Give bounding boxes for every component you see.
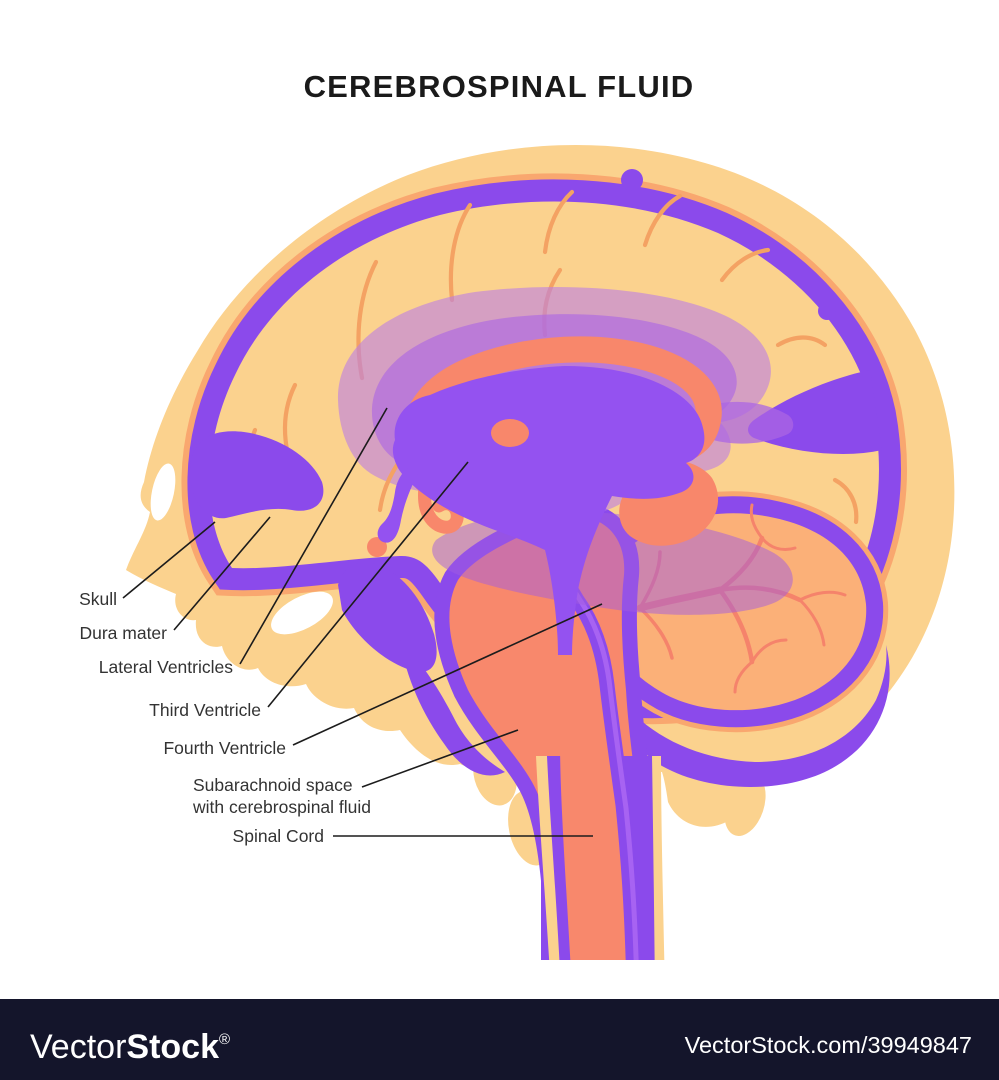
watermark-background <box>0 999 999 1080</box>
basal-csf-pool <box>338 561 437 672</box>
granulation-bump <box>621 169 643 191</box>
cisterna-magna-pool <box>615 645 890 787</box>
label-spinal-cord: Spinal Cord <box>233 826 324 846</box>
leader-line-dura-mater <box>173 516 271 631</box>
granulation-bump <box>818 302 836 320</box>
page-title: CEREBROSPINAL FLUID <box>304 69 695 104</box>
arbor-vitae-twig <box>798 590 847 602</box>
spinal-cord <box>560 740 629 990</box>
sphenoid-sinus <box>271 591 333 635</box>
label-subarachnoid-space-line1: Subarachnoid space <box>193 775 353 795</box>
leader-line-fourth-ventricle <box>292 603 603 746</box>
arbor-vitae-twig <box>733 660 754 694</box>
label-fourth-ventricle: Fourth Ventricle <box>163 738 286 758</box>
sulcus-line <box>542 189 575 255</box>
arbor-vitae-twig <box>760 536 797 552</box>
arbor-vitae-twig <box>750 638 788 664</box>
sulcus-line <box>719 247 771 283</box>
watermark-logo-stock: Stock <box>126 1028 219 1066</box>
occipital-horn-tail <box>700 401 794 444</box>
leader-line-lateral-ventricles <box>239 407 388 665</box>
arachnoid-granulations <box>621 169 836 320</box>
frontal-sinus <box>150 463 176 521</box>
vertebra-bone <box>724 774 766 836</box>
frontal-csf-pool <box>189 431 324 519</box>
sulcus-line <box>775 335 828 348</box>
watermark-logo-vector: Vector <box>30 1028 126 1066</box>
third-ventricle <box>392 366 705 655</box>
label-third-ventricle: Third Ventricle <box>149 700 261 720</box>
infundibulum-tail <box>377 464 420 543</box>
sulcus-line <box>448 202 473 303</box>
arbor-vitae-twig <box>798 598 826 647</box>
watermark-logo: VectorStock® <box>30 1028 230 1066</box>
interthalamic-adhesion <box>491 419 529 447</box>
bottom-crop-mask <box>0 960 999 999</box>
prepontine-csf-pool <box>400 640 505 776</box>
label-lateral-ventricles: Lateral Ventricles <box>99 657 233 677</box>
spinal-cord-layer <box>536 740 665 990</box>
annotation-layer: Skull Dura mater Lateral Ventricles Thir… <box>79 407 603 846</box>
leader-line-third-ventricle <box>267 461 469 708</box>
watermark-url: VectorStock.com/39949847 <box>685 1032 972 1058</box>
sulcus-line <box>642 193 683 248</box>
watermark-bar: VectorStock® VectorStock.com/39949847 <box>0 999 999 1080</box>
arbor-vitae-twig <box>749 503 764 540</box>
leader-line-skull <box>122 521 216 599</box>
label-subarachnoid-space-line2: with cerebrospinal fluid <box>192 797 371 817</box>
registered-mark: ® <box>219 1031 230 1048</box>
ventricle-overlays <box>337 287 794 655</box>
label-dura-mater: Dura mater <box>79 623 167 643</box>
premamillary-salmon <box>377 459 402 513</box>
sulcus-line <box>832 477 859 525</box>
pituitary-gland <box>367 537 387 557</box>
leader-line-subarachnoid-space <box>361 729 519 788</box>
label-skull: Skull <box>79 589 117 609</box>
